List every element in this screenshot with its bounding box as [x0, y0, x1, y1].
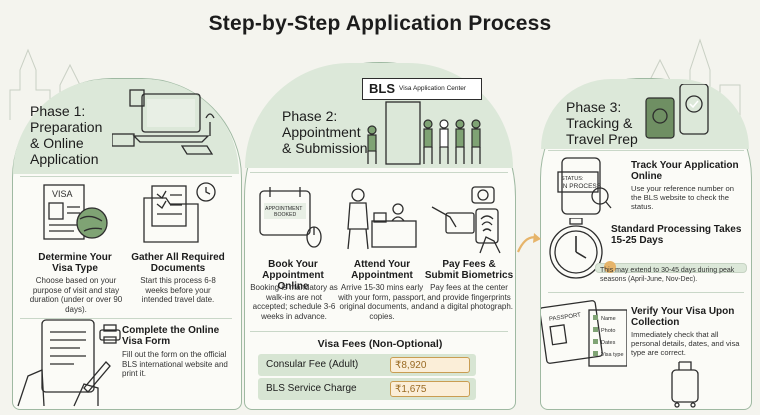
documents-folder-icon [143, 182, 216, 243]
step-attend-appointment-title: Attend Your Appointment [351, 259, 413, 281]
step-processing-desc: This may extend to 30-45 days during pea… [600, 267, 735, 283]
svg-text:Dates: Dates [601, 340, 616, 346]
fees-title: Visa Fees (Non-Optional) [317, 338, 443, 350]
step-verify-title: Verify Your Visa Upon Collection [631, 306, 735, 328]
step-complete-form-title: Complete the Online Visa Form [122, 325, 220, 347]
step-pay-fees-title: Pay Fees & Submit Biometrics [424, 259, 514, 281]
svg-text:Name: Name [601, 316, 616, 322]
fee-row-service: BLS Service Charge ₹1,675 [258, 378, 476, 400]
svg-text:Photo: Photo [601, 328, 615, 334]
phase-2-label: Phase 2: Appointment & Submission [282, 108, 368, 156]
suitcase-icon [671, 361, 699, 408]
phase-1-label: Phase 1: Preparation & Online Applicatio… [30, 103, 103, 167]
bls-sign-subtitle: Visa Application Center [399, 85, 467, 92]
phase-3-label: Phase 3: Tracking & Travel Prep [566, 99, 638, 147]
fee-row-consular: Consular Fee (Adult) ₹8,920 [258, 354, 476, 376]
status-phone-icon: STATUS: IN PROCESS [557, 157, 612, 215]
step-book-appointment-desc: Booking is mandatory as walk-ins are not… [250, 283, 338, 321]
laptop-desk-icon [112, 89, 215, 155]
step-processing-title: Standard Processing Takes 15-25 Days [611, 224, 742, 246]
step-determine-visa-title: Determine Your Visa Type [38, 252, 112, 274]
step-verify-desc: Immediately check that all personal deta… [631, 330, 740, 357]
processing-timeline-bar [595, 261, 747, 273]
passport-phone-icon [645, 84, 709, 139]
next-phase-arrow-icon [516, 233, 541, 253]
calendar-label: APPOINTMENT [265, 206, 303, 212]
bls-sign-logo: BLS [369, 81, 395, 96]
calendar-mouse-icon: APPOINTMENT BOOKED [259, 187, 322, 248]
card-fingerprint-icon [431, 186, 501, 254]
step-complete-form-desc: Fill out the form on the official BLS in… [122, 350, 228, 378]
passport-label: PASSPORT [549, 312, 582, 322]
step-book-appointment-title: Book Your Appointment Online [262, 259, 324, 292]
step-track-title: Track Your Application Online [631, 160, 739, 182]
step-determine-visa-desc: Choose based on your purpose of visit an… [29, 276, 123, 314]
queue-people-icon [367, 101, 481, 165]
reception-desk-icon [347, 188, 417, 250]
step-gather-docs-title: Gather All Required Documents [131, 252, 225, 274]
printer-icon [99, 324, 121, 344]
stopwatch-icon [549, 218, 603, 279]
phase-3-header [541, 79, 749, 149]
passport-checklist-icon: PASSPORT Name Photo Dates Visa type [541, 300, 627, 367]
svg-text:Visa type: Visa type [601, 352, 624, 358]
sun-icon [604, 261, 616, 273]
fee-value-service: ₹1,675 [390, 381, 470, 397]
step-attend-appointment-desc: Arrive 15-30 mins early with your form, … [338, 283, 426, 321]
fee-label-consular: Consular Fee (Adult) [266, 359, 359, 370]
bls-sign: BLS Visa Application Center [362, 78, 482, 100]
svg-text:IN PROCESS: IN PROCESS [561, 183, 602, 190]
svg-text:BOOKED: BOOKED [274, 212, 296, 218]
page-title: Step-by-Step Application Process [208, 12, 552, 35]
svg-text:VISA: VISA [52, 189, 73, 199]
tablet-form-hand-icon [17, 319, 111, 407]
step-track-desc: Use your reference number on the BLS web… [631, 184, 734, 211]
visa-document-globe-icon: VISA [43, 184, 108, 240]
step-gather-docs-desc: Start this process 6-8 weeks before your… [140, 276, 216, 304]
svg-text:STATUS:: STATUS: [561, 176, 584, 182]
step-pay-fees-desc: Pay fees at the center and provide finge… [424, 283, 514, 311]
fee-value-consular: ₹8,920 [390, 357, 470, 373]
fee-label-service: BLS Service Charge [266, 383, 357, 394]
